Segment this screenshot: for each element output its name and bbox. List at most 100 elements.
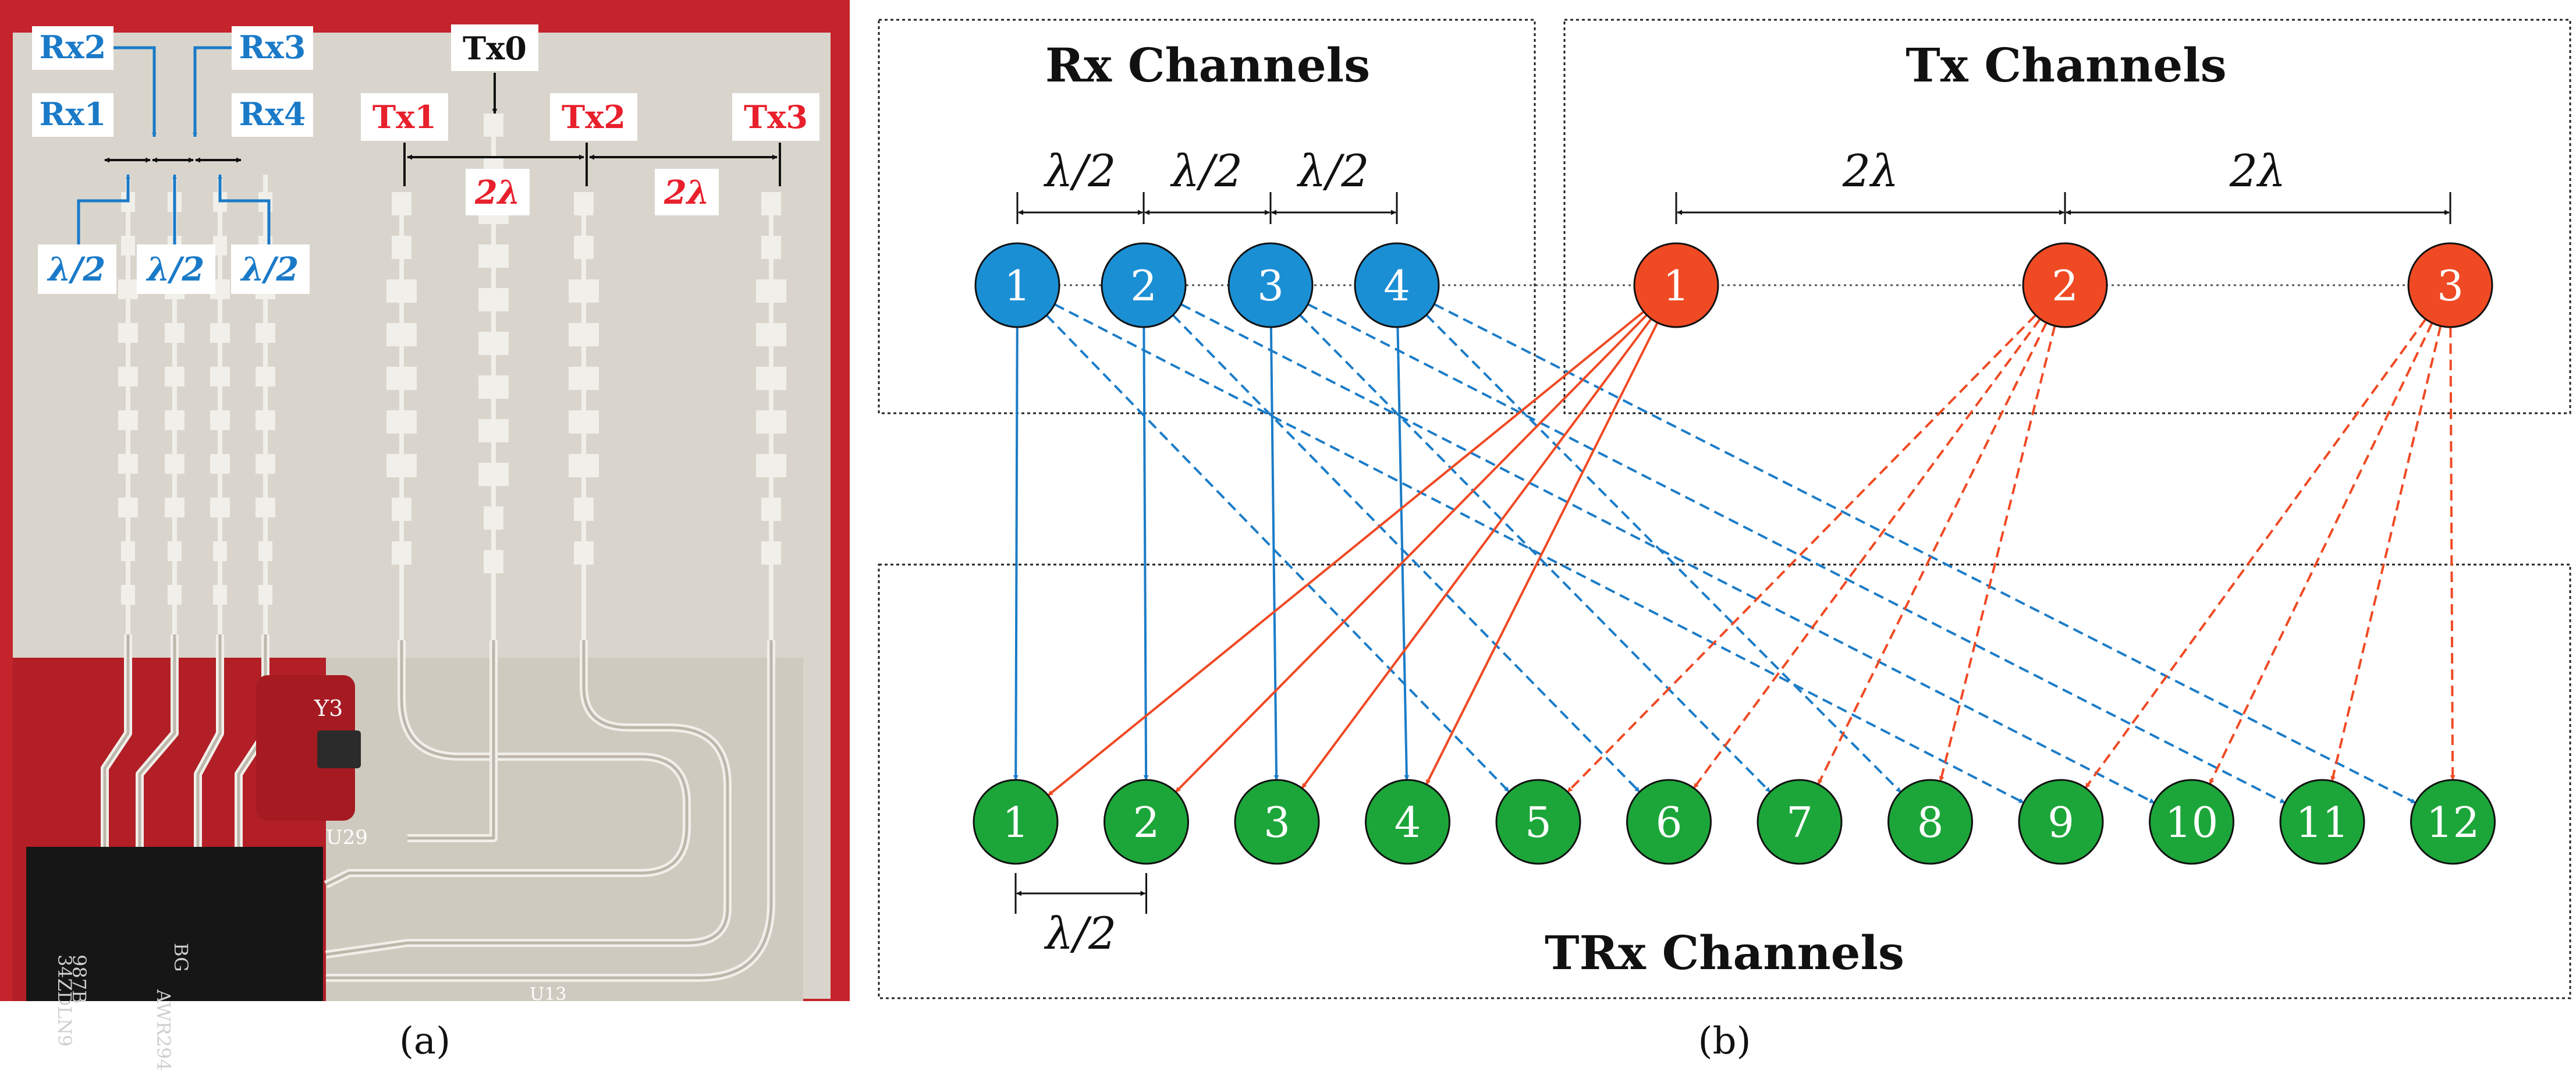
channel-link <box>2449 327 2456 781</box>
feed-trace-inner <box>326 640 773 980</box>
trx-node-label: 10 <box>2165 798 2219 847</box>
channel-link <box>1301 318 1652 789</box>
trx-node-label: 12 <box>2426 798 2480 847</box>
rx3-pointer <box>193 46 232 137</box>
channel-link <box>1047 310 1645 797</box>
channel-link <box>1425 314 1902 793</box>
tx-node <box>2022 242 2108 328</box>
channel-link <box>1045 314 1510 793</box>
dim-label: 2λ <box>2229 145 2286 197</box>
rx2-label: Rx2 <box>40 29 107 66</box>
tx-node-label: 3 <box>2437 261 2464 310</box>
rx-spacing-3-bg <box>231 244 310 294</box>
tx-spacing-2-bg <box>655 169 719 215</box>
trx-node-label: 5 <box>1525 798 1552 847</box>
dim-label: λ/2 <box>1170 145 1243 197</box>
channel-link <box>1434 303 2417 804</box>
rx-node-label: 4 <box>1383 261 1410 310</box>
dim-label: λ/2 <box>1296 145 1369 197</box>
rx-node-label: 2 <box>1130 261 1157 310</box>
rx4-label: Rx4 <box>239 95 306 133</box>
rx-spacing-2-bg <box>137 244 215 294</box>
trx-node-label: 2 <box>1133 798 1160 847</box>
chip-label-y3: Y3 <box>314 696 343 721</box>
rx-node-label: 1 <box>1004 261 1031 310</box>
pcb-photo: Y3 U29 U13 34ZDLN9 987B AWR294 BG Rx2 Rx… <box>0 0 850 1071</box>
rx-node <box>1354 242 1440 328</box>
tx-node-label: 1 <box>1663 261 1690 310</box>
channel-diagram: Rx Channels Tx Channels TRx Channels λ/2… <box>878 19 2571 999</box>
channel-link <box>2084 318 2427 789</box>
rx4-label-bg <box>232 93 313 137</box>
channel-link <box>1175 314 1648 793</box>
rx-node <box>1227 242 1314 328</box>
tx3-label: Tx3 <box>744 98 808 136</box>
channel-link <box>1013 327 1019 781</box>
rx-node-label: 3 <box>1257 261 1284 310</box>
trx-node-label: 1 <box>1002 798 1029 847</box>
tx-node <box>1633 242 1719 328</box>
dim-label: 2λ <box>1842 145 1899 197</box>
trx-channels-title: TRx Channels <box>1545 925 1904 980</box>
channel-link <box>1269 327 1279 781</box>
trx-node <box>1626 779 1712 865</box>
trx-node-label: 6 <box>1656 798 1683 847</box>
tx-spacing-1-bg <box>466 169 530 215</box>
channel-link <box>1172 314 1641 793</box>
channel-link <box>1425 322 1659 785</box>
channel-link <box>1567 314 2036 793</box>
tx0-label: Tx0 <box>463 30 527 67</box>
rx3-label-bg <box>232 26 313 70</box>
tx-channels-title: Tx Channels <box>1906 38 2226 93</box>
channel-links <box>1013 284 2456 804</box>
rx2-label-bg <box>32 26 113 70</box>
trx-channels-box <box>878 563 2571 999</box>
rx-spacing-1: λ/2 <box>47 250 106 289</box>
caption-a: (a) <box>399 1020 450 1063</box>
chip-label-u13: U13 <box>530 984 566 1005</box>
channel-link <box>2330 325 2442 782</box>
radar-chip <box>26 847 323 1001</box>
trx-node-label: 3 <box>1264 798 1290 847</box>
feed-trace-inner <box>407 640 495 840</box>
feed-trace-inner <box>103 634 130 850</box>
channel-link <box>1939 325 2056 782</box>
trx-node <box>1234 779 1320 865</box>
rx2-pointer <box>113 46 157 137</box>
trx-node <box>2279 779 2365 865</box>
chip-mark-4: BG <box>170 943 192 972</box>
feed-trace-inner <box>138 634 176 850</box>
channel-link <box>1054 303 2024 804</box>
crystal-pad <box>256 675 355 821</box>
rx-channels-title: Rx Channels <box>1045 38 1370 93</box>
rx1-label-bg <box>32 93 113 137</box>
trx-node <box>1495 779 1581 865</box>
trx-node-label: 11 <box>2295 798 2349 847</box>
rx-spacing-3: λ/2 <box>240 250 299 289</box>
tx1-label-bg <box>361 93 448 141</box>
trx-node <box>1757 779 1843 865</box>
trx-node <box>2018 779 2104 865</box>
trx-node-label: 9 <box>2048 798 2074 847</box>
rx-spacing-pointer-3 <box>218 174 271 250</box>
crystal-chip <box>317 730 361 768</box>
tx3-label-bg <box>732 93 819 141</box>
trx-node-label: 7 <box>1786 798 1813 847</box>
channel-link <box>1142 327 1149 781</box>
trx-node <box>1887 779 1973 865</box>
rx-spacing-2: λ/2 <box>146 250 205 289</box>
tx-node <box>2407 242 2493 328</box>
rx3-label: Rx3 <box>239 29 306 66</box>
trx-node <box>1104 779 1189 865</box>
channel-link <box>1817 322 2048 785</box>
channel-link <box>1307 303 2286 804</box>
feed-trace-inner <box>196 634 222 850</box>
rx-spacing-1-bg <box>38 244 116 294</box>
tx-spacing-2: 2λ <box>663 173 709 212</box>
channel-link <box>1299 314 1771 793</box>
dim-label: λ/2 <box>1043 145 1116 197</box>
channel-link <box>1180 303 2155 804</box>
